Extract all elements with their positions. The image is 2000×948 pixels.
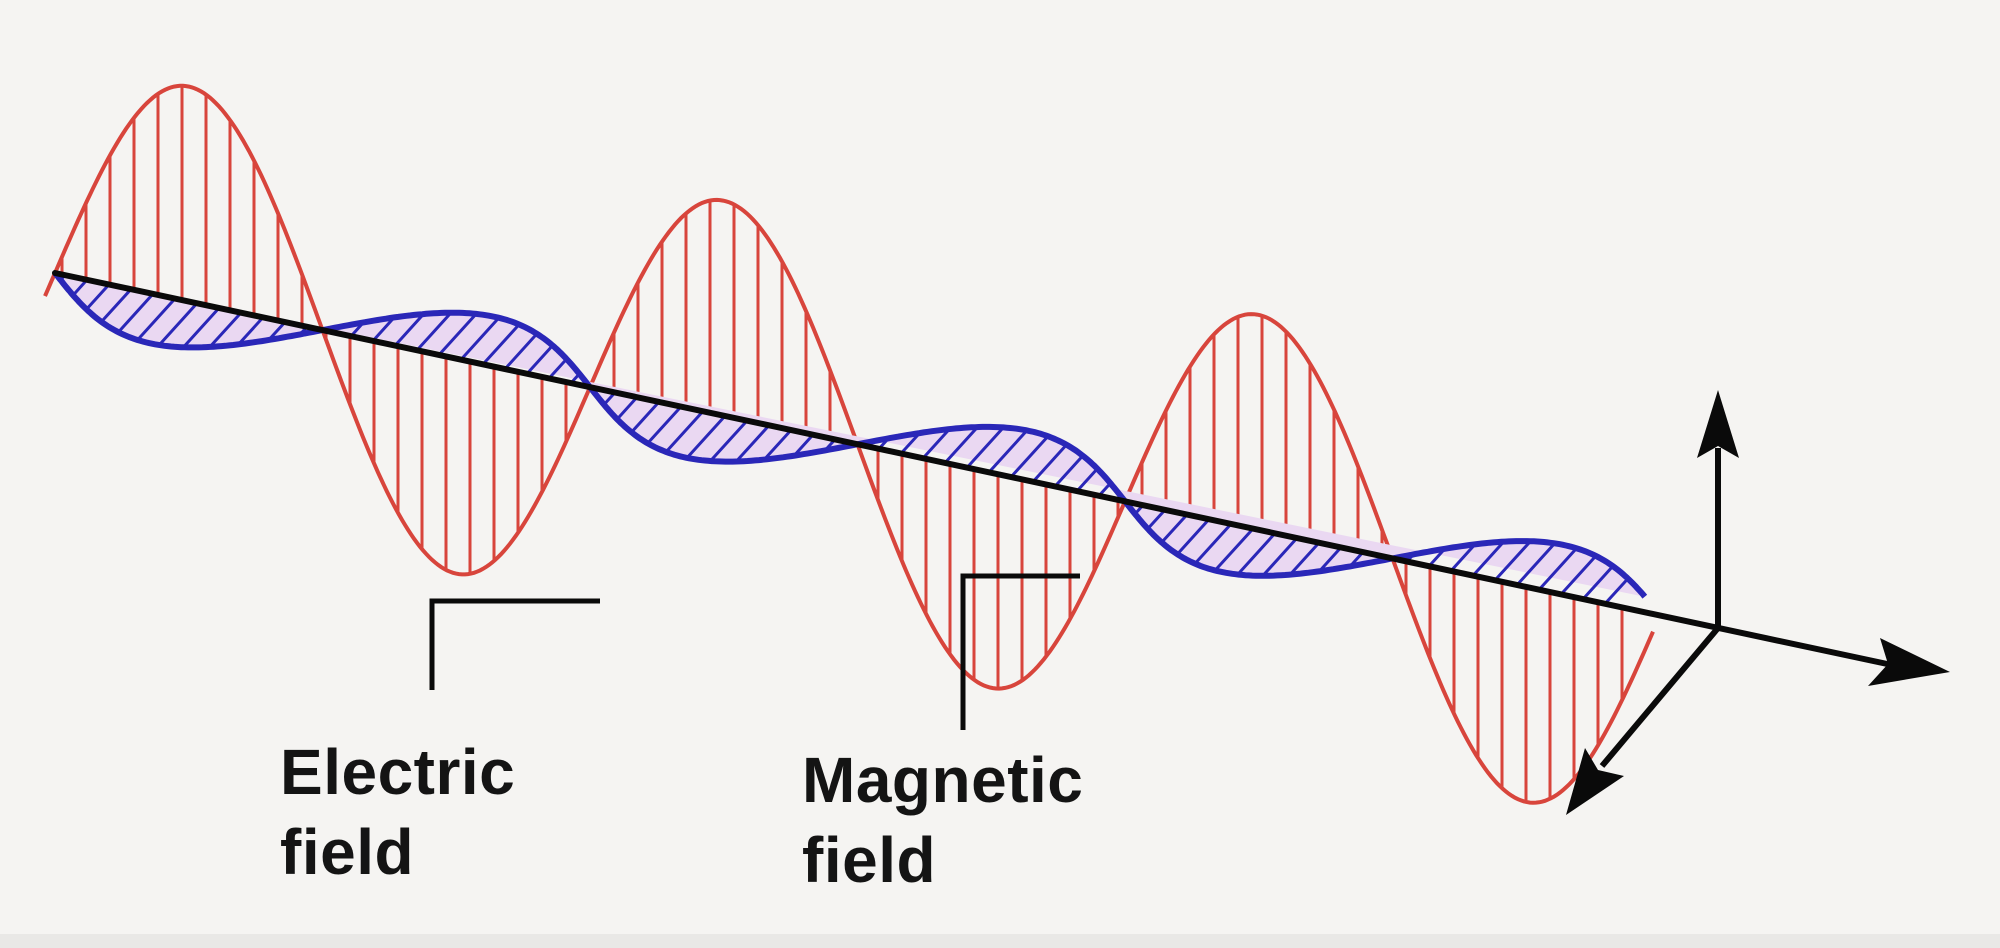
propagation-axis-arrow-icon: [1868, 638, 1950, 686]
magnetic-hatch-line: [393, 312, 425, 347]
magnetic-field-fill: [55, 273, 1645, 597]
magnetic-hatch-line: [1288, 541, 1321, 576]
magnetic-hatch-line: [136, 297, 177, 342]
magnetic-hatch-line: [965, 426, 1005, 469]
magnetic-hatch-line: [1493, 540, 1532, 582]
magnetic-hatch-line: [117, 292, 155, 334]
magnetic-hatch-line: [208, 311, 243, 348]
magnetic-hatch-line: [547, 357, 568, 380]
magnetic-hatch-line: [1031, 443, 1068, 483]
magnetic-field-label-line2: field: [802, 824, 937, 896]
electric-field-leader: [429, 598, 600, 690]
magnetic-hatch-line: [630, 400, 661, 434]
magnetic-hatch-line: [237, 316, 265, 346]
magnetic-hatch-line: [459, 316, 501, 361]
magnetic-hatch-line: [1471, 540, 1505, 577]
depth-axis-line: [1599, 626, 1721, 768]
depth-axis-arrow-icon: [1566, 748, 1624, 815]
magnetic-hatch-line: [1193, 522, 1233, 565]
electric-field-label-line2: field: [280, 816, 415, 888]
magnetic-hatch-line: [1318, 546, 1343, 573]
magnetic-hatch-line: [646, 405, 683, 445]
magnetic-hatch-line: [371, 316, 396, 342]
bottom-border: [0, 934, 2000, 948]
magnetic-hatch-line: [525, 344, 554, 375]
magnetic-hatch-line: [85, 283, 111, 311]
magnetic-hatch-line: [735, 424, 771, 463]
magnetic-hatch-line: [685, 414, 727, 459]
magnetic-hatch-line: [987, 429, 1029, 474]
magnetic-field-label: Magnetic field: [802, 740, 1083, 900]
magnetic-hatch-line: [1176, 518, 1211, 556]
axes: [52, 270, 1950, 815]
magnetic-field-label-line1: Magnetic: [802, 744, 1084, 816]
magnetic-hatch-line: [664, 410, 705, 453]
magnetic-hatch-line: [1213, 527, 1255, 572]
magnetic-hatch-line: [1449, 543, 1477, 572]
magnetic-hatch-line: [503, 332, 539, 371]
magnetic-hatch-line: [1053, 454, 1084, 488]
electric-field-label-line1: Electric: [280, 736, 516, 808]
magnetic-hatch-line: [1075, 467, 1099, 493]
magnetic-hatch-line: [481, 323, 521, 366]
propagation-axis-line: [52, 270, 1895, 668]
magnetic-hatch-line: [182, 306, 221, 349]
magnetic-hatch-line: [1009, 435, 1050, 479]
magnetic-hatch-line: [1603, 577, 1630, 605]
electric-field-wave: [43, 83, 1655, 805]
magnetic-hatch-line: [415, 311, 453, 352]
magnetic-hatch-line: [1559, 554, 1598, 596]
magnetic-field-hatching: [59, 274, 1630, 605]
electric-field-label: Electric field: [280, 732, 515, 892]
label-leader-lines: [429, 573, 1080, 730]
magnetic-hatch-line: [1146, 508, 1167, 530]
magnetic-hatch-line: [100, 288, 133, 323]
magnetic-hatch-line: [943, 426, 979, 464]
magnetic-hatch-line: [763, 429, 793, 461]
electric-field-hatching: [60, 85, 1624, 802]
magnetic-hatch-line: [1261, 536, 1299, 577]
magnetic-hatch-line: [1515, 542, 1556, 587]
magnetic-hatch-line: [1236, 532, 1277, 576]
magnetic-hatch-line: [921, 428, 951, 460]
magnetic-hatch-line: [709, 419, 749, 463]
magnetic-hatch-line: [1581, 565, 1615, 601]
vertical-axis-arrow-icon: [1697, 390, 1739, 458]
magnetic-hatch-line: [437, 312, 478, 356]
magnetic-hatch-line: [1160, 513, 1189, 544]
magnetic-hatch-line: [158, 302, 199, 347]
magnetic-field-leader: [960, 573, 1080, 730]
magnetic-hatch-line: [1537, 547, 1578, 591]
magnetic-hatch-line: [615, 396, 639, 421]
